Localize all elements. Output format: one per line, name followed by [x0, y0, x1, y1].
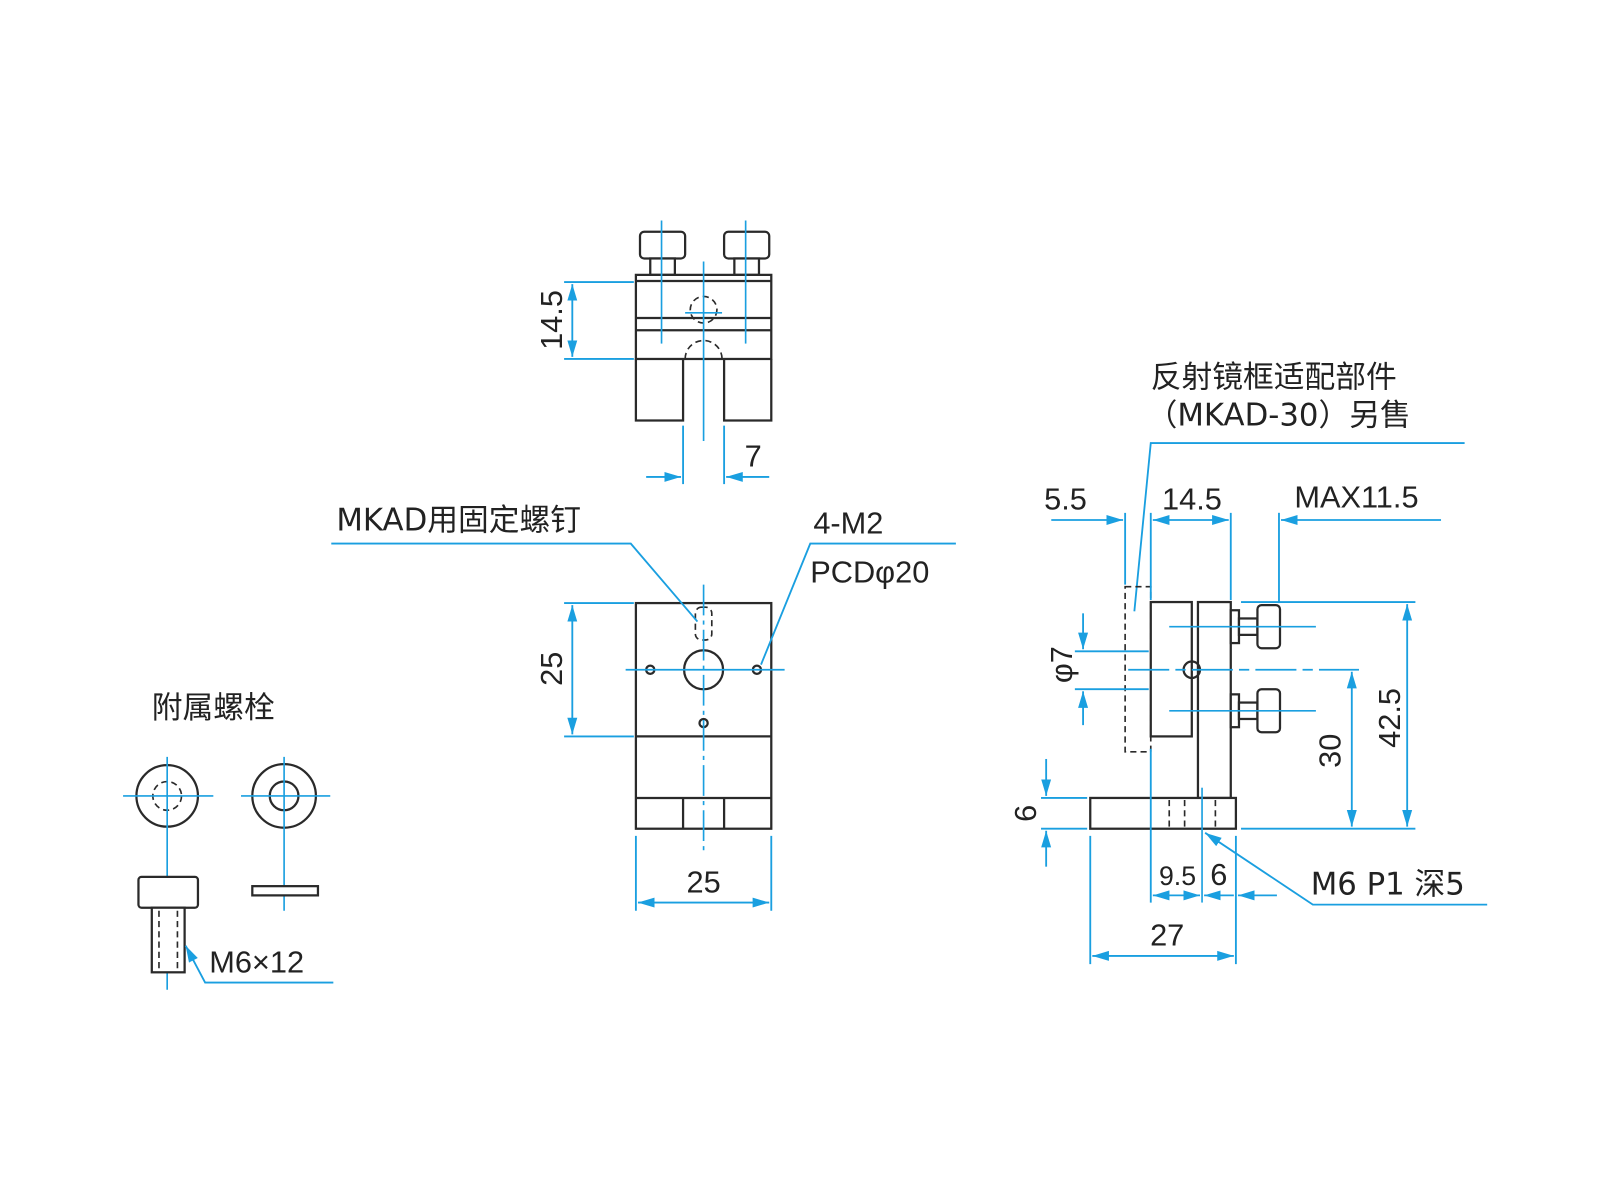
- column: [1196, 600, 1232, 800]
- dim-30: 30: [1313, 734, 1348, 768]
- dim-14-5: 14.5: [1162, 482, 1222, 517]
- dim-base-height: 6: [1008, 805, 1043, 822]
- accessory-bolt: 附属螺栓 M6×12: [123, 690, 334, 990]
- body-legs: [634, 358, 773, 422]
- dim-phi-7: φ7: [1044, 646, 1079, 683]
- bolt-shank: [150, 906, 186, 974]
- top-view: 25 25 MKAD用固定螺钉 4-M2 PCDφ20: [331, 502, 956, 911]
- note-line-2: （MKAD-30）另售: [1147, 398, 1411, 434]
- note-line-1: 反射镜框适配部件: [1151, 360, 1397, 396]
- label-pcd: PCDφ20: [810, 555, 929, 590]
- side-view: 反射镜框适配部件 （MKAD-30）另售 5.5 14.5 MAX11.5 42…: [1008, 360, 1488, 965]
- dim-27: 27: [1150, 918, 1184, 953]
- dim-6-offset: 6: [1210, 857, 1227, 892]
- label-fixing-screw: MKAD用固定螺钉: [336, 502, 581, 538]
- knob-right: [722, 230, 771, 276]
- thread-label: M6 P1 深5: [1311, 866, 1465, 902]
- dim-max-11-5: MAX11.5: [1294, 480, 1418, 515]
- dim-top-width: 25: [686, 864, 720, 899]
- dim-5-5: 5.5: [1044, 482, 1087, 517]
- washer: [251, 885, 320, 897]
- bolt-label: M6×12: [209, 944, 304, 979]
- dim-top-height: 25: [534, 652, 569, 686]
- knob-left: [638, 230, 687, 276]
- base: [1089, 796, 1238, 830]
- dim-42-5: 42.5: [1372, 688, 1407, 748]
- accessory-title: 附属螺栓: [152, 690, 275, 726]
- bolt-head: [137, 875, 200, 909]
- dim-9-5: 9.5: [1159, 861, 1196, 891]
- label-holes: 4-M2: [813, 505, 883, 540]
- dim-front-height: 14.5: [534, 290, 569, 350]
- front-view: 14.5 7: [534, 220, 773, 485]
- dim-slot-width: 7: [745, 439, 762, 474]
